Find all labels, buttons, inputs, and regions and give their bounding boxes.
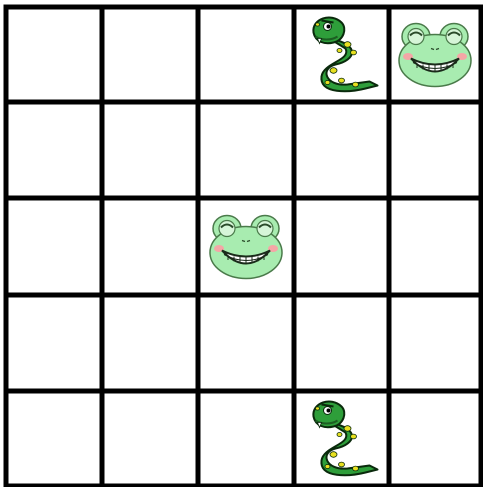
board-cell[interactable]	[389, 295, 481, 391]
board-cell[interactable]	[198, 102, 294, 198]
board-cell[interactable]	[6, 102, 102, 198]
board-cell[interactable]	[294, 198, 389, 295]
board-cell[interactable]	[6, 391, 102, 486]
board-cell[interactable]	[294, 102, 389, 198]
board-cell[interactable]	[102, 7, 198, 102]
board-cell[interactable]	[389, 102, 481, 198]
board-cell[interactable]	[6, 198, 102, 295]
board-cell[interactable]	[294, 295, 389, 391]
board-cell[interactable]	[6, 295, 102, 391]
board-cell[interactable]	[389, 391, 481, 486]
board-cell[interactable]	[198, 7, 294, 102]
board-cell[interactable]	[102, 198, 198, 295]
board-cell[interactable]	[102, 391, 198, 486]
board-cell[interactable]	[6, 7, 102, 102]
board-cell[interactable]	[198, 295, 294, 391]
board-cell[interactable]	[389, 198, 481, 295]
board-cell[interactable]	[102, 102, 198, 198]
board-cell[interactable]	[198, 391, 294, 486]
board-cell[interactable]	[102, 295, 198, 391]
